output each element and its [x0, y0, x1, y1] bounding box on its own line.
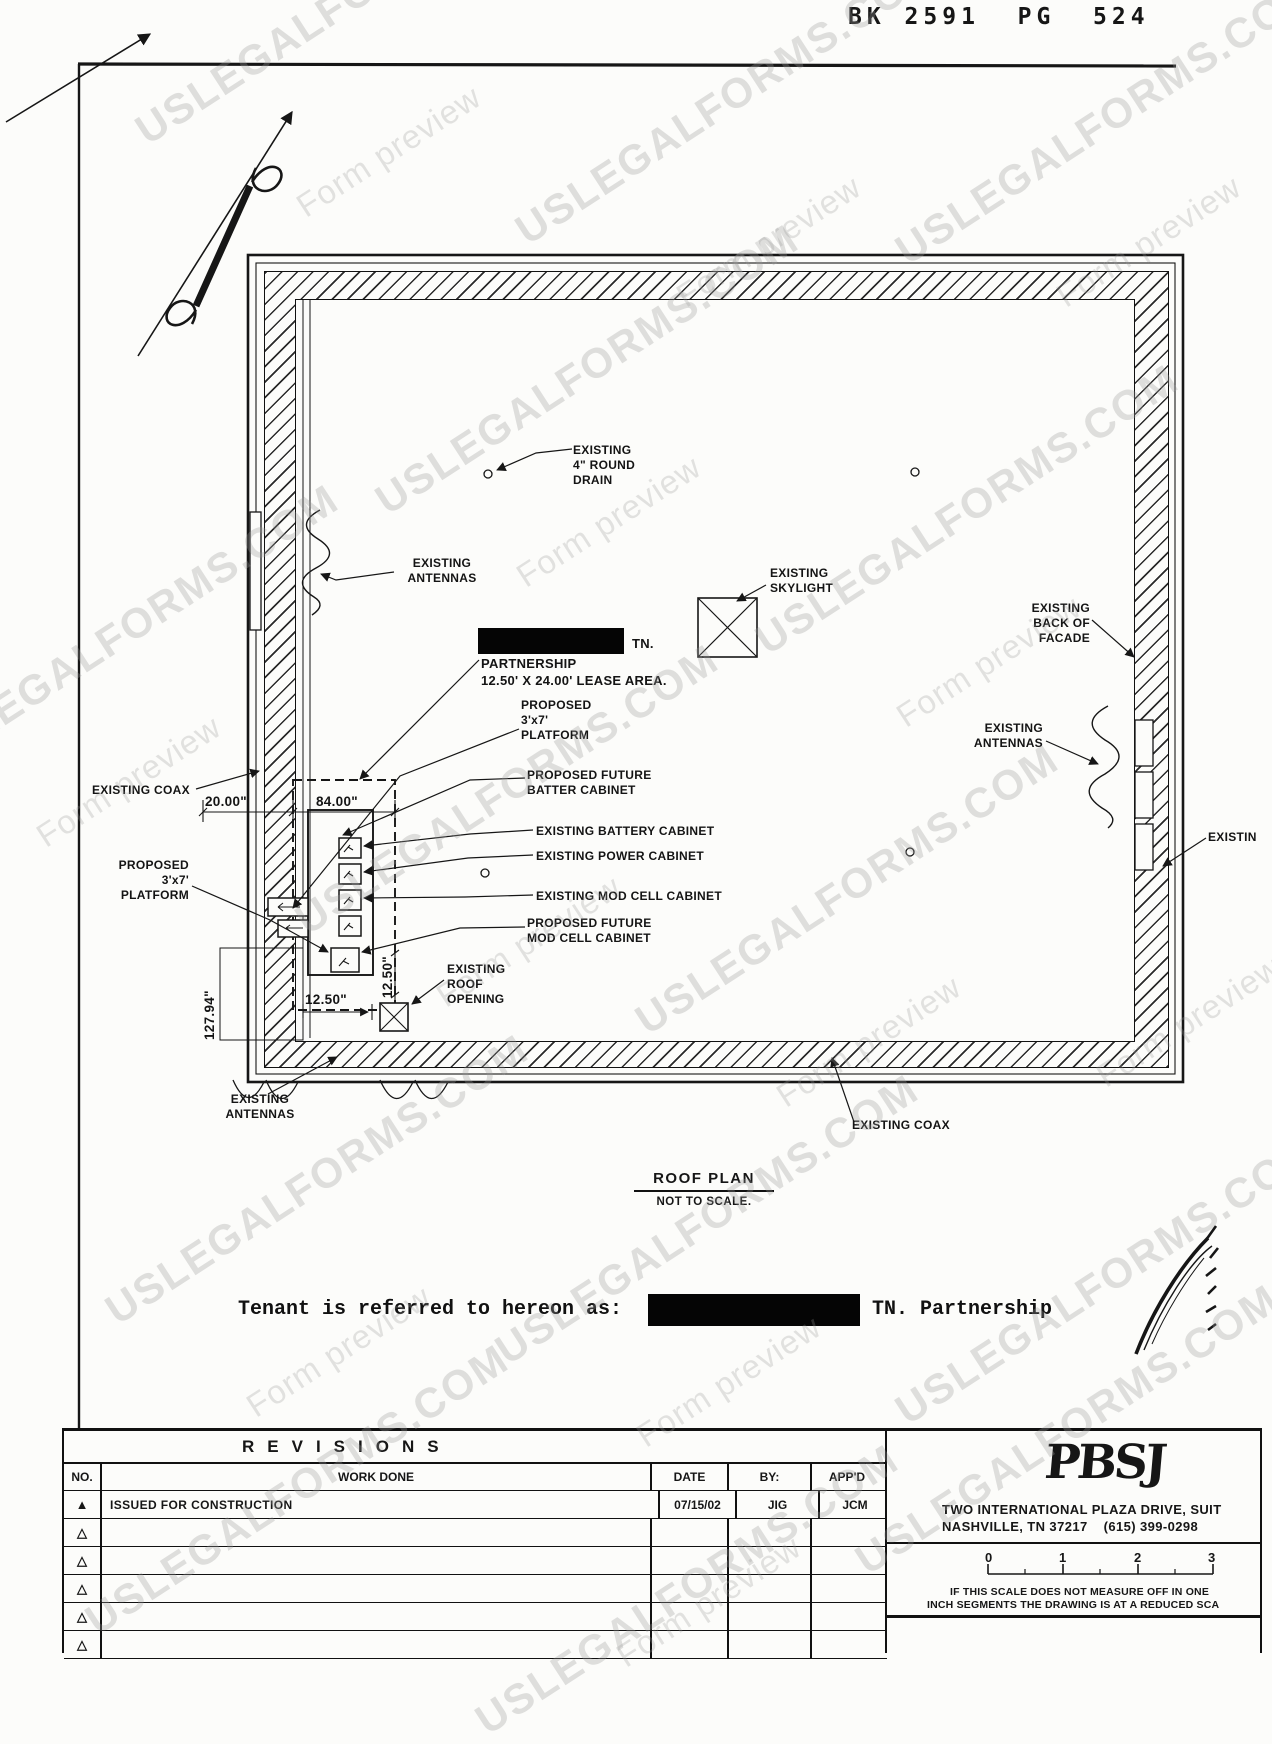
skylight-icon: [697, 597, 758, 658]
label-existing-antennas-bottom: EXISTING ANTENNAS: [225, 1092, 295, 1121]
signature-scribble: [1134, 1225, 1220, 1355]
revision-row-empty: △: [64, 1575, 887, 1603]
revision-delta-icon: ▲: [64, 1491, 102, 1518]
label-existing-coax-bottom: EXISTING COAX: [852, 1118, 950, 1132]
leader-lines: [191, 448, 1207, 1123]
roof-field: [295, 299, 1135, 1042]
scale-tick-0: 0: [985, 1550, 993, 1565]
dimension-lease-width-84: 84.00": [316, 794, 358, 809]
revision-delta-icon: △: [64, 1575, 102, 1602]
label-existing-clipped-right-edge: EXISTIN: [1208, 830, 1257, 844]
revision-appd: JCM: [842, 1497, 868, 1512]
label-existing-coax-left: EXISTING COAX: [92, 783, 190, 797]
column-header-date: DATE: [652, 1464, 729, 1490]
revision-date: 07/15/02: [660, 1491, 737, 1518]
roof-opening-icon: [379, 1002, 409, 1032]
book-page-stamp: BK 2591 PG 524: [848, 4, 1150, 30]
revision-row-empty: △: [64, 1519, 887, 1547]
scale-tick-2: 2: [1134, 1550, 1142, 1565]
equipment-cabinet-icon: [330, 837, 362, 973]
roof-outline: [246, 253, 1185, 1084]
dimension-gap-20: 20.00": [205, 794, 247, 809]
label-existing-power-cabinet: EXISTING POWER CABINET: [536, 849, 704, 863]
tenant-note-suffix: TN. Partnership: [872, 1298, 1053, 1321]
label-existing-mod-cell-cabinet: EXISTING MOD CELL CABINET: [536, 889, 722, 903]
label-lease-area: 12.50' X 24.00' LEASE AREA.: [481, 673, 667, 688]
revision-row-empty: △: [64, 1603, 887, 1631]
drawing-title: ROOF PLAN: [634, 1170, 774, 1192]
plan-linework: [5, 33, 1220, 1575]
label-future-battery-cabinet: PROPOSED FUTURE BATTER CABINET: [527, 768, 652, 797]
sheet-border: [77, 62, 1177, 1428]
title-block-divider: [887, 1542, 1260, 1544]
dimension-height-127: 127.94": [202, 990, 217, 1040]
revision-row-empty: △: [64, 1631, 887, 1659]
company-title-block: PBSJ TWO INTERNATIONAL PLAZA DRIVE, SUIT…: [885, 1428, 1262, 1653]
company-address-line2: NASHVILLE, TN 37217 (615) 399-0298: [942, 1519, 1199, 1534]
scale-warning-line1: IF THIS SCALE DOES NOT MEASURE OFF IN ON…: [950, 1586, 1210, 1598]
label-existing-skylight: EXISTING SKYLIGHT: [770, 566, 834, 595]
tenant-note-prefix: Tenant is referred to hereon as:: [238, 1298, 623, 1321]
label-proposed-platform-left: PROPOSED 3'x7' PLATFORM: [118, 858, 189, 902]
label-existing-drain: EXISTING 4" ROUND DRAIN: [573, 443, 636, 487]
revision-delta-icon: △: [64, 1547, 102, 1574]
title-block-bottom-rule: [887, 1615, 1260, 1618]
scale-bar: [987, 1564, 1214, 1575]
redaction-box-tenant-note: [648, 1294, 860, 1326]
table-header-row: NO. WORK DONE DATE BY: APP'D: [64, 1464, 887, 1491]
scale-tick-1: 1: [1059, 1550, 1067, 1565]
column-header-appd: APP'D: [828, 1470, 866, 1484]
revision-row: ▲ ISSUED FOR CONSTRUCTION 07/15/02 JIG J…: [64, 1491, 887, 1519]
company-address-line1: TWO INTERNATIONAL PLAZA DRIVE, SUIT: [942, 1502, 1222, 1517]
revision-row-empty: △: [64, 1547, 887, 1575]
company-logo: PBSJ: [1042, 1435, 1167, 1490]
revision-work-done: ISSUED FOR CONSTRUCTION: [102, 1491, 660, 1518]
label-tn-suffix: TN.: [632, 636, 654, 651]
lease-area-outline: [292, 779, 396, 1011]
scale-warning-line2: INCH SEGMENTS THE DRAWING IS AT A REDUCE…: [927, 1599, 1220, 1611]
antenna-strip-icon: [249, 511, 1154, 871]
bottom-antenna-loops: [232, 1079, 449, 1100]
revision-delta-icon: △: [64, 1631, 102, 1658]
north-arrow-decoration: [5, 33, 293, 357]
roof-drain-icon: [480, 467, 920, 878]
dimension-depth-1250: 12.50": [305, 992, 347, 1007]
label-existing-battery-cabinet: EXISTING BATTERY CABINET: [536, 824, 715, 838]
label-proposed-platform-top: PROPOSED 3'x7' PLATFORM: [521, 698, 592, 742]
label-existing-roof-opening: EXISTING ROOF OPENING: [447, 962, 506, 1006]
dimension-lines: [198, 800, 400, 1041]
revision-delta-icon: △: [64, 1603, 102, 1630]
column-header-by: BY:: [729, 1464, 812, 1490]
dimension-opening-1250: 12.50": [380, 956, 395, 998]
column-header-no: NO.: [64, 1464, 102, 1490]
drawing-scale-note: NOT TO SCALE.: [656, 1196, 752, 1208]
revisions-table: REVISIONS NO. WORK DONE DATE BY: APP'D ▲…: [62, 1428, 887, 1659]
revisions-title: REVISIONS: [242, 1437, 452, 1456]
label-future-mod-cell-cabinet: PROPOSED FUTURE MOD CELL CABINET: [527, 916, 652, 945]
scale-tick-3: 3: [1208, 1550, 1216, 1565]
revision-by: JIG: [737, 1491, 820, 1518]
label-existing-antennas-left: EXISTING ANTENNAS: [407, 556, 477, 585]
revision-delta-icon: △: [64, 1519, 102, 1546]
label-existing-antennas-right: EXISTING ANTENNAS: [973, 721, 1043, 750]
coax-cable-squiggle: [301, 509, 1120, 829]
column-header-work: WORK DONE: [102, 1464, 652, 1490]
label-partnership: PARTNERSHIP: [481, 656, 577, 671]
revisions-header-band: REVISIONS: [64, 1431, 887, 1464]
label-existing-back-of-facade: EXISTING BACK OF FACADE: [1031, 601, 1090, 645]
platform-tab-outline: [267, 897, 309, 938]
redaction-box-tenant-name: [478, 628, 624, 654]
